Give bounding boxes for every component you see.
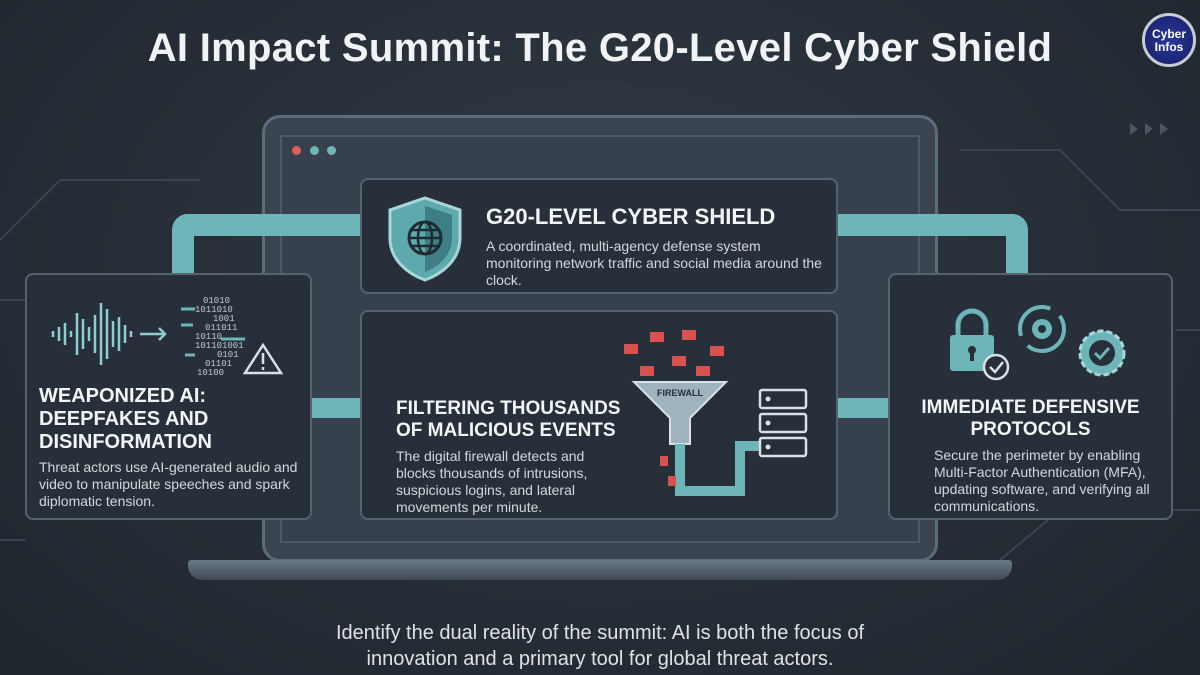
card-heading: Filtering Thousands of Malicious Events [396, 398, 621, 441]
card-body: A coordinated, multi-agency defense syst… [486, 238, 822, 288]
card-body: Threat actors use AI-generated audio and… [39, 459, 298, 509]
card-filtering: Filtering Thousands of Malicious Events … [360, 310, 838, 520]
connector-pipe [172, 214, 362, 236]
card-body: The digital firewall detects and blocks … [396, 448, 588, 515]
page-title: AI Impact Summit: The G20-Level Cyber Sh… [147, 26, 1053, 70]
connector-pipe [1006, 214, 1028, 276]
laptop-base [188, 560, 1012, 580]
shield-globe-icon [388, 196, 462, 282]
window-dot-teal [310, 146, 319, 155]
firewall-funnel-icon: FIREWALL [624, 330, 808, 496]
card-heading: Weaponized AI: Deepfakes and Disinformat… [39, 385, 212, 453]
funnel-label: FIREWALL [657, 388, 703, 398]
card-cyber-shield: G20-Level Cyber Shield A coordinated, mu… [360, 178, 838, 294]
footer-caption: Identify the dual reality of the summit:… [0, 620, 1200, 672]
logo-text-1: Cyber [1151, 27, 1186, 41]
connector-pipe [838, 214, 1028, 236]
connector-pipe [312, 398, 362, 418]
window-dot-teal [327, 146, 336, 155]
logo-text-2: Infos [1154, 40, 1184, 54]
card-body: Secure the perimeter by enabling Multi-F… [934, 447, 1150, 514]
card-heading: Immediate Defensive Protocols [921, 397, 1140, 440]
footer-text: Identify the dual reality of the summit:… [335, 622, 865, 670]
card-defensive-protocols: Immediate Defensive Protocols Secure the… [888, 273, 1173, 520]
window-dot-red [292, 146, 301, 155]
connector-pipe [172, 214, 194, 276]
connector-pipe [838, 398, 890, 418]
lock-gear-badge-icon [950, 305, 1126, 381]
card-heading: G20-Level Cyber Shield [486, 204, 776, 229]
